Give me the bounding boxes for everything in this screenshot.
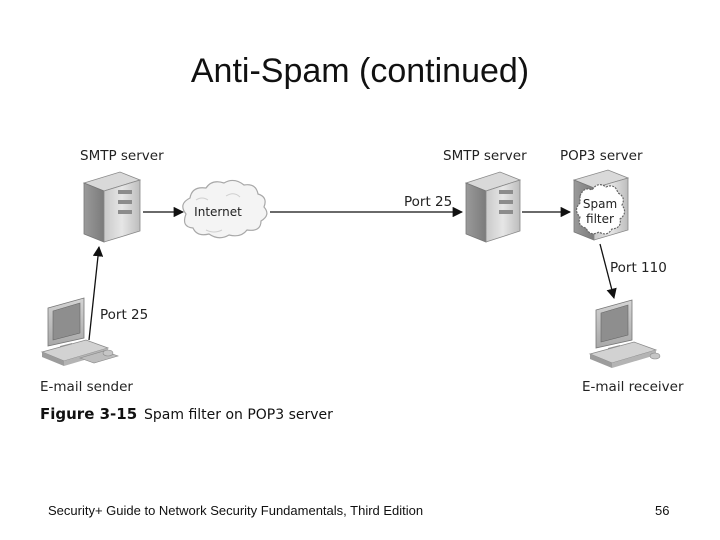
- email-receiver-computer-icon: [588, 299, 661, 368]
- page-number: 56: [655, 503, 670, 518]
- port-25-top-label: Port 25: [404, 194, 452, 210]
- smtp-server-right-label: SMTP server: [443, 148, 527, 164]
- internet-label: Internet: [194, 205, 242, 219]
- spam-filter-label-line2: filter: [586, 212, 614, 226]
- port-25-left-label: Port 25: [100, 307, 148, 323]
- email-receiver-label: E-mail receiver: [582, 379, 684, 395]
- port-110-label: Port 110: [610, 260, 667, 276]
- spam-filter-icon: Spam filter: [575, 184, 626, 235]
- pop3-server-label: POP3 server: [560, 148, 643, 164]
- arrow-sender-to-smtp: [88, 245, 104, 341]
- figure-caption: Spam filter on POP3 server: [144, 407, 333, 423]
- spam-filter-label-line1: Spam: [583, 197, 617, 211]
- smtp-server-right-icon: [464, 171, 522, 243]
- smtp-server-left-label: SMTP server: [80, 148, 164, 164]
- internet-cloud-icon: Internet: [182, 179, 268, 239]
- arrow-pop3-to-receiver: [599, 243, 617, 300]
- email-sender-computer-icon: [40, 297, 119, 366]
- page-title: Anti-Spam (continued): [190, 52, 530, 90]
- footer-text: Security+ Guide to Network Security Fund…: [48, 503, 424, 518]
- smtp-server-left-icon: [82, 171, 142, 243]
- figure-number: Figure 3-15: [40, 405, 137, 423]
- email-sender-label: E-mail sender: [40, 379, 133, 395]
